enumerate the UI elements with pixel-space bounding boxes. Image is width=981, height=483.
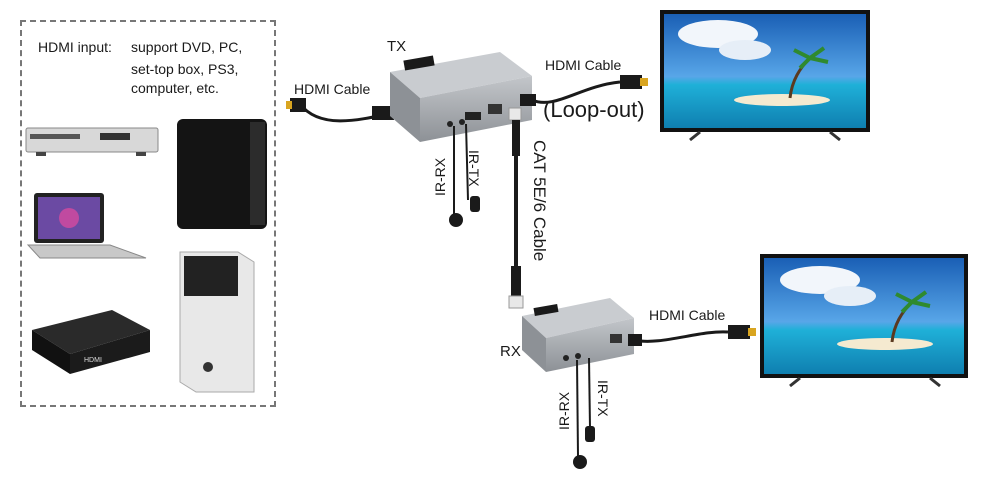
loop-out-text: Loop-out (550, 97, 637, 122)
loop-out-label: (Loop-out) (543, 97, 645, 123)
tv-rx-output-icon (760, 254, 968, 386)
hdmi-cable-rx-out-label: HDMI Cable (649, 307, 725, 323)
rx-label: RX (500, 343, 521, 360)
tower-pc-icon (180, 252, 254, 392)
tv-loop-out-icon (660, 10, 870, 140)
tx-ir-tx-label: IR-TX (466, 150, 482, 187)
hdmi-cable-in (286, 98, 400, 121)
hdmi-cable-loop-label: HDMI Cable (545, 57, 621, 73)
laptop-icon (28, 193, 146, 258)
svg-text:HDMI: HDMI (84, 357, 102, 364)
hdmi-cable-rx-out (628, 325, 756, 346)
cat-cable-label: CAT 5E/6 Cable (529, 140, 549, 261)
tx-device-icon (390, 52, 532, 142)
hdmi-cable-in-label: HDMI Cable (294, 81, 370, 97)
ps3-console-icon (177, 119, 267, 229)
rx-ir-tx-label: IR-TX (595, 380, 611, 417)
rx-ir-rx-label: IR-RX (556, 392, 572, 430)
rx-ir-cables (573, 358, 595, 469)
tx-ir-rx-label: IR-RX (432, 158, 448, 196)
cat-cable (509, 108, 523, 308)
dvd-player-icon (26, 128, 158, 156)
set-top-box-icon: HDMI (32, 310, 150, 374)
tx-label: TX (387, 38, 406, 55)
